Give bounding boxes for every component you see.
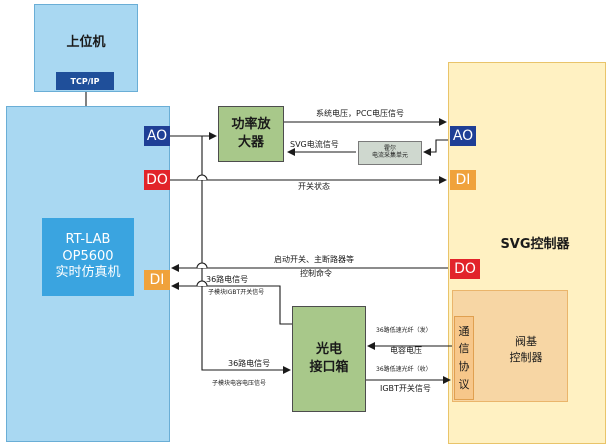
valve-line1: 阀基	[515, 334, 537, 348]
optical-interface-box: 光电 接口箱	[292, 306, 366, 412]
rtlab-simulator-box	[6, 106, 170, 442]
svg-di-port: DI	[450, 170, 476, 190]
rtlab-model: OP5600	[62, 248, 114, 264]
rtlab-do-port: DO	[144, 170, 170, 190]
label-36ch-signal-top: 36路电信号	[206, 275, 249, 284]
label-cap-voltage-sub: 子模块电容电压信号	[212, 380, 267, 387]
protocol-char-4: 议	[458, 377, 470, 391]
label-fiber-send: 36路低速光纤（发）	[376, 327, 432, 334]
svg-controller-title: SVG控制器	[500, 236, 570, 252]
hall-line1: 霍尔	[383, 145, 396, 153]
label-36ch-signal-bottom: 36路电信号	[228, 359, 271, 368]
protocol-box: 通 信 协 议	[454, 316, 474, 400]
rtlab-di-label: DI	[149, 272, 165, 288]
label-igbt-sub-top: 子模块IGBT开关信号	[208, 289, 265, 296]
valve-line2: 控制器	[509, 351, 543, 364]
power-amplifier-box: 功率放 大器	[218, 106, 284, 162]
rtlab-do-label: DO	[146, 172, 168, 188]
label-control-command: 控制命令	[300, 269, 332, 278]
rtlab-label-block: RT-LAB OP5600 实时仿真机	[42, 218, 134, 296]
protocol-char-2: 信	[458, 342, 470, 356]
amplifier-line2: 大器	[237, 135, 264, 150]
host-title: 上位机	[66, 34, 106, 50]
label-start-switch: 启动开关、主断路器等	[274, 255, 354, 264]
svg-ao-port: AO	[450, 126, 476, 146]
label-cap-voltage: 电容电压	[390, 346, 422, 355]
label-switch-state: 开关状态	[298, 182, 330, 191]
label-system-voltage: 系统电压，PCC电压信号	[316, 109, 404, 118]
tcp-ip-label: TCP/IP	[70, 76, 100, 86]
svg-do-label: DO	[454, 261, 476, 277]
svg-ao-label: AO	[452, 128, 474, 144]
amplifier-line1: 功率放	[231, 117, 271, 133]
svg-do-port: DO	[450, 259, 480, 279]
label-svg-current: SVG电流信号	[290, 140, 339, 149]
svg-di-label: DI	[455, 172, 471, 188]
hall-current-unit-box: 霍尔 电流采集单元	[358, 141, 422, 165]
rtlab-desc: 实时仿真机	[55, 265, 121, 281]
optical-line2: 接口箱	[309, 360, 349, 375]
rtlab-ao-port: AO	[144, 126, 170, 146]
rtlab-name: RT-LAB	[65, 231, 111, 247]
label-fiber-recv: 36路低速光纤（收）	[376, 366, 432, 373]
protocol-char-1: 通	[458, 324, 470, 338]
optical-line1: 光电	[315, 341, 342, 357]
label-igbt-switch: IGBT开关信号	[380, 384, 431, 393]
rtlab-di-port: DI	[144, 270, 170, 290]
valve-controller-label: 阀基 控制器	[496, 330, 556, 370]
rtlab-ao-label: AO	[146, 128, 168, 144]
tcp-ip-tab: TCP/IP	[56, 72, 114, 90]
protocol-char-3: 协	[458, 360, 470, 373]
hall-line2: 电流采集单元	[371, 152, 408, 159]
